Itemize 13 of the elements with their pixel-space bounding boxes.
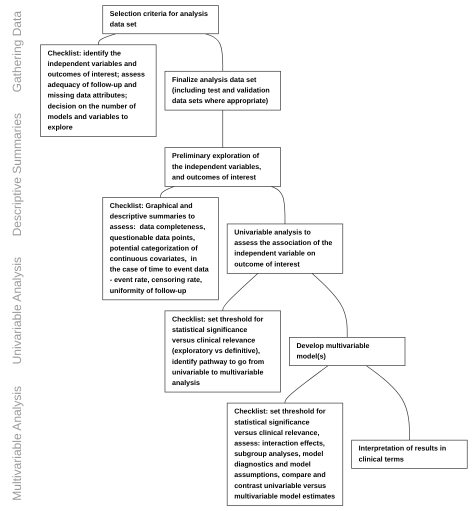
connector bbox=[222, 273, 258, 312]
connector bbox=[222, 110, 224, 148]
connector bbox=[160, 186, 175, 198]
phase-label: Gathering Data bbox=[10, 10, 24, 92]
phase-label: Descriptive Summaries bbox=[10, 112, 24, 236]
connector bbox=[271, 186, 286, 224]
connector bbox=[284, 365, 329, 404]
phase-label: Multivariable Analysis bbox=[10, 386, 24, 500]
connector bbox=[98, 33, 116, 46]
connector bbox=[366, 365, 410, 440]
connector bbox=[205, 33, 224, 72]
phase-label: Univariable Analysis bbox=[10, 257, 24, 365]
connector bbox=[312, 273, 348, 338]
